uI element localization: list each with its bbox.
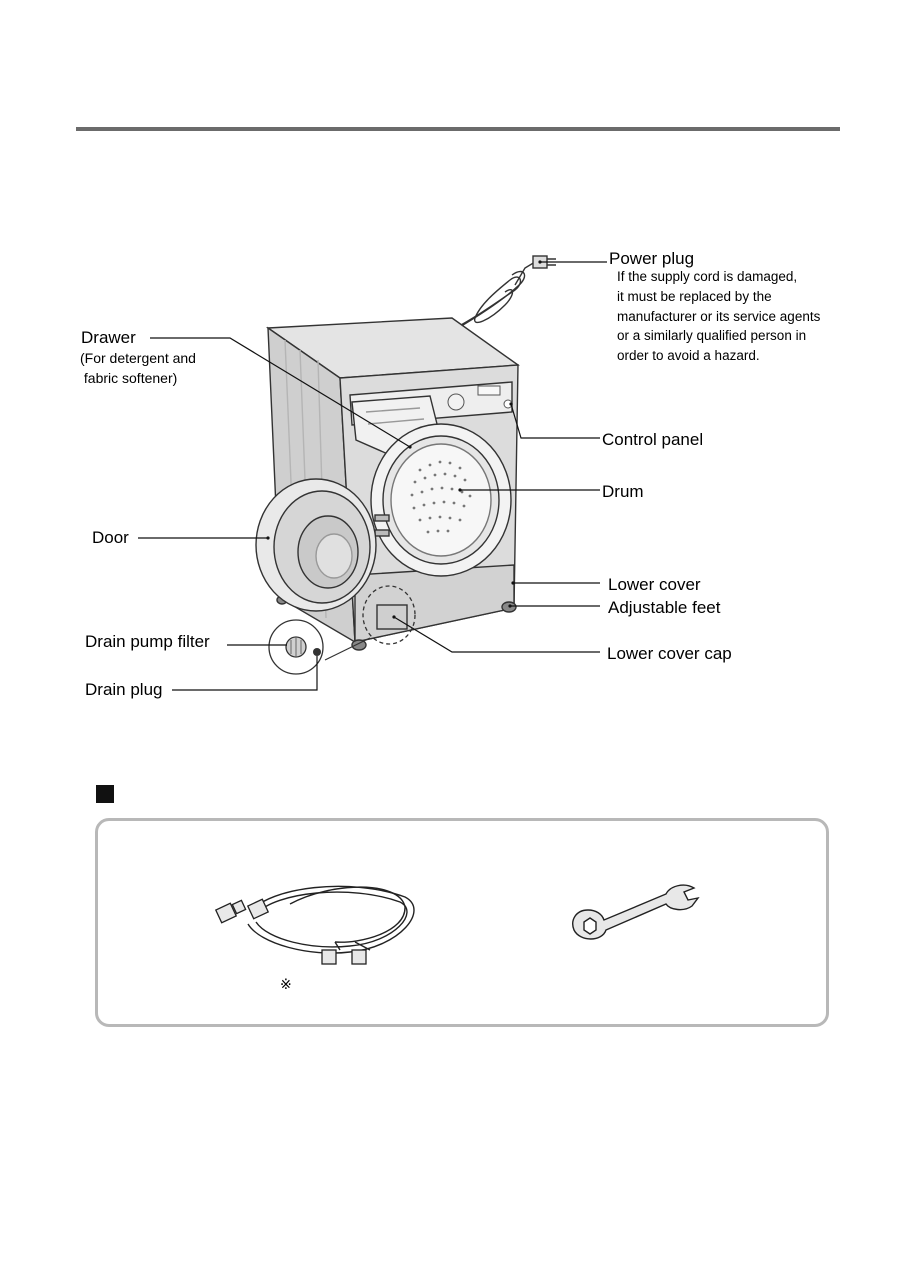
drum-label: Drum (602, 482, 644, 501)
spanner-icon (572, 884, 700, 940)
note-line: order to avoid a hazard. (617, 348, 760, 363)
note-line: manufacturer or its service agents (617, 309, 821, 324)
section-divider (76, 127, 840, 131)
drawer-sublabel: fabric softener) (80, 370, 178, 386)
power-cord-icon (451, 255, 556, 331)
drain-pump-filter-label: Drain pump filter (85, 632, 210, 651)
power-plug-label: Power plug (609, 249, 695, 268)
lower-cover-cap-label: Lower cover cap (607, 644, 732, 663)
machine-body (255, 317, 520, 651)
door-label: Door (92, 528, 129, 547)
drawer-sublabel: (For detergent and (80, 350, 196, 366)
drain-plug-label: Drain plug (85, 680, 163, 699)
lower-cover-label: Lower cover (608, 575, 701, 594)
note-line: it must be replaced by the (617, 289, 772, 304)
control-panel-label: Control panel (602, 430, 704, 449)
drawer-label: Drawer (81, 328, 136, 347)
note-line: or a similarly qualified person in (617, 328, 807, 343)
accessories-box (95, 818, 829, 1027)
section-bullet-icon (96, 785, 114, 803)
reference-mark: ※ (280, 976, 292, 992)
adjustable-feet-label: Adjustable feet (608, 598, 721, 617)
inlet-hose-icon (214, 885, 415, 965)
drain-plug-icon (313, 648, 321, 656)
note-line: If the supply cord is damaged, (617, 269, 798, 284)
